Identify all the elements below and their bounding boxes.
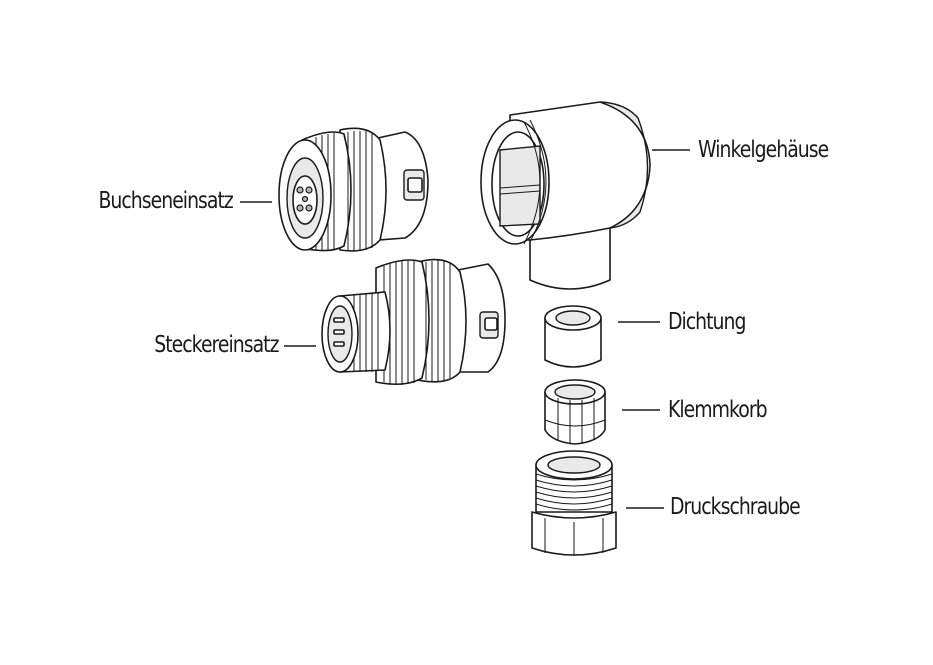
label-steckereinsatz: Steckereinsatz bbox=[153, 332, 279, 358]
druckschraube-part bbox=[531, 450, 617, 556]
label-druckschraube: Druckschraube bbox=[670, 494, 801, 520]
buchseneinsatz-part bbox=[278, 127, 429, 252]
label-winkelgehaeuse: Winkelgehäuse bbox=[698, 137, 829, 163]
label-dichtung: Dichtung bbox=[668, 309, 746, 335]
label-buchseneinsatz: Buchseneinsatz bbox=[98, 188, 234, 214]
winkelgehaeuse-part bbox=[480, 101, 651, 290]
label-klemmkorb: Klemmkorb bbox=[668, 397, 768, 423]
steckereinsatz-part bbox=[321, 258, 506, 386]
leader-lines bbox=[240, 149, 690, 509]
klemmkorb-part bbox=[544, 379, 606, 445]
dichtung-part bbox=[544, 305, 602, 368]
